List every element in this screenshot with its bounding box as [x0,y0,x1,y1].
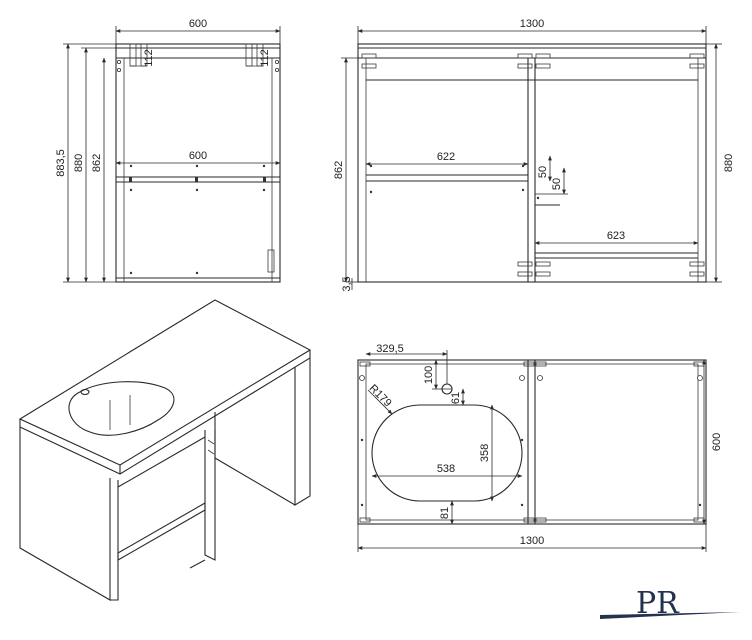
front-view: 600 883,5 880 862 112 112 600 [55,18,281,283]
dim-front-width: 600 [189,18,207,30]
dim-left-shelf: 622 [437,151,455,163]
dim-top-total-width: 1300 [520,535,544,547]
front-bracket-left [129,43,137,67]
dim-right-shelf: 623 [607,230,625,242]
iso-left-panel [19,427,111,601]
dim-total-height: 883,5 [55,149,67,177]
logo-swoosh [600,612,740,619]
dim-radius: R179 [367,382,394,409]
dim-top-depth: 600 [711,433,723,451]
dim-inner-height: 862 [91,154,103,172]
dim-basin-depth: 358 [479,444,491,462]
dim-foot: 3,5 [341,276,353,291]
side-cabinet-outline [357,43,707,283]
dim-gap-a: 50 [537,166,549,178]
dim-side-height-left: 862 [333,161,345,179]
isometric-view [18,299,312,601]
top-basin [371,404,523,502]
dim-bracket-right: 112 [259,49,271,67]
front-bracket-right [245,43,253,67]
iso-shelf [117,502,206,561]
dim-shelf-width: 600 [189,150,207,162]
dim-side-height-right: 880 [723,154,735,172]
top-outline [357,359,707,525]
iso-basin [68,381,175,436]
side-view: 1300 880 862 3,5 622 623 50 50 [333,18,735,292]
dim-bracket-left: 112 [143,49,155,67]
dim-basin-width: 538 [437,463,455,475]
dim-side-total-width: 1300 [520,18,544,30]
iso-tap-hole [80,388,90,396]
brand-logo: PR [600,586,740,621]
iso-top-surface [18,299,312,466]
dim-body-height: 880 [73,154,85,172]
dim-gap-b: 50 [551,178,563,190]
dim-hole-offset: 100 [423,366,435,384]
dim-rear-gap: 81 [439,507,451,519]
dim-top-offset: 329,5 [376,343,404,355]
dim-hole-depth: 61 [450,392,462,404]
top-view: 329,5 100 61 R179 358 538 81 600 1300 [357,343,723,552]
